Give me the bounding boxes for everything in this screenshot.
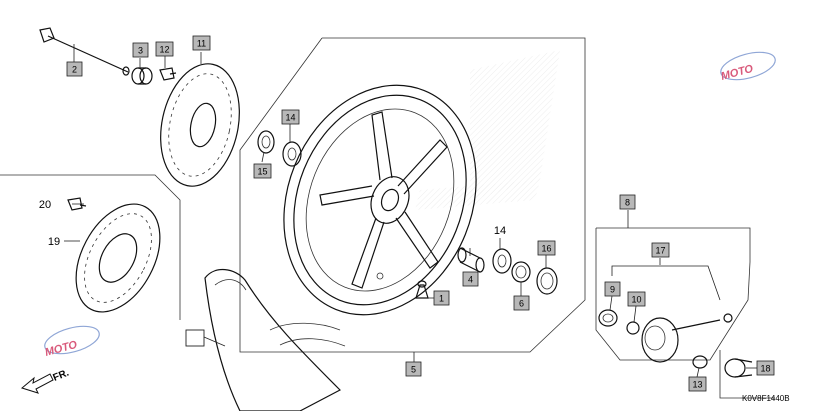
callout-1-text: 1 xyxy=(439,294,444,304)
disc-inset-frame xyxy=(0,174,181,320)
callout-16: 16 xyxy=(537,240,556,256)
direction-label: FR. xyxy=(52,367,71,383)
gearbox-frame xyxy=(595,227,751,361)
callout-1: 1 xyxy=(433,290,450,306)
tire-valve xyxy=(415,280,429,299)
callout-9: 9 xyxy=(604,281,621,297)
gearbox-seal xyxy=(598,309,618,327)
callout-9-text: 9 xyxy=(610,285,615,295)
callout-14-upper: 14 xyxy=(281,109,300,125)
callout-12-text: 12 xyxy=(159,45,169,55)
watermark-text-bottom: MOTO xyxy=(44,339,79,359)
callout-6: 6 xyxy=(513,295,530,311)
disc-bolt xyxy=(159,67,177,81)
alternate-disc-bolt xyxy=(67,197,87,211)
callout-13: 13 xyxy=(688,376,707,392)
gearbox-retainer xyxy=(511,261,531,283)
front-axle xyxy=(39,27,130,76)
alternate-brake-disc xyxy=(75,203,161,313)
callout-3-text: 3 xyxy=(138,46,143,56)
leader-lines xyxy=(64,44,757,378)
wheel-bearing-left xyxy=(257,130,275,154)
axle-collar xyxy=(131,67,153,85)
wheel-bearing-upper xyxy=(282,141,302,167)
callout-15: 15 xyxy=(253,163,272,179)
callout-8: 8 xyxy=(619,194,636,210)
callout-15-text: 15 xyxy=(257,167,267,177)
inset-corner-line xyxy=(719,350,775,399)
speedometer-gearbox xyxy=(641,313,733,363)
callout-18-text: 18 xyxy=(760,364,770,374)
callout-11: 11 xyxy=(192,35,211,51)
callout-4: 4 xyxy=(462,271,479,287)
callout-2-text: 2 xyxy=(72,65,77,75)
callout-4-text: 4 xyxy=(468,275,473,285)
callout-17-text: 17 xyxy=(655,246,665,256)
dust-seal xyxy=(536,267,558,295)
callout-2: 2 xyxy=(66,61,83,77)
callout-3: 3 xyxy=(132,42,149,58)
callout-14-upper-text: 14 xyxy=(285,113,295,123)
wheel-assembly-frame xyxy=(239,37,586,353)
front-fender xyxy=(204,269,346,411)
callout-5: 5 xyxy=(405,361,422,377)
callout-blank xyxy=(185,329,205,347)
callout-16-text: 16 xyxy=(541,244,551,254)
callout-11-text: 11 xyxy=(197,39,206,49)
brand-wing-watermark xyxy=(415,50,560,210)
callout-10-text: 10 xyxy=(631,295,641,305)
callout-14-lower-text: 14 xyxy=(494,225,506,237)
gearbox-washer xyxy=(626,321,640,335)
diagram-code: K0V8F1440B xyxy=(742,394,790,403)
callout-6-text: 6 xyxy=(519,299,524,309)
callout-13-text: 13 xyxy=(692,380,702,390)
callout-20-text: 20 xyxy=(39,199,51,211)
callout-12: 12 xyxy=(155,41,174,57)
gearbox-screw xyxy=(692,355,708,369)
watermark-top-right: MOTO xyxy=(720,51,776,83)
distance-collar xyxy=(457,247,485,273)
callout-10: 10 xyxy=(627,291,646,307)
callout-17: 17 xyxy=(651,242,670,258)
wheel-bearing-right xyxy=(492,248,512,274)
gearbox-cap xyxy=(724,358,753,378)
callout-8-text: 8 xyxy=(625,198,630,208)
callout-5-text: 5 xyxy=(411,365,416,375)
front-direction-arrow: FR. xyxy=(20,367,71,394)
watermark-bottom-left: MOTO xyxy=(44,325,100,359)
callout-18: 18 xyxy=(756,360,775,376)
callout-19-text: 19 xyxy=(48,236,60,248)
front-brake-disc xyxy=(160,63,240,187)
